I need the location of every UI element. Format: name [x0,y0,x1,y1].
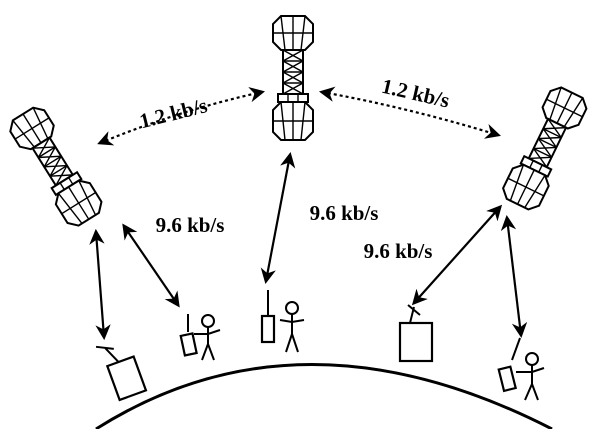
ground-station-icon [260,290,276,344]
crosslink-right-label: 1.2 kb/s [379,74,452,113]
downlink-right-to-station [411,204,503,306]
downlink-left-label: 9.6 kb/s [156,213,225,237]
downlink-left-to-station [89,228,111,341]
satellite-icon [272,15,314,141]
person-with-radio-icon [279,301,305,353]
downlink-left-to-user [122,223,180,308]
downlink-center-to-station [260,151,296,285]
ground-station-icon [95,345,148,402]
crosslink-left-arrow [97,87,266,146]
satellite-icon [498,82,591,214]
satellite-icon [5,102,107,231]
downlink-right-label: 9.6 kb/s [364,239,433,263]
downlink-right-to-user [500,214,528,339]
person-with-radio-icon [179,314,221,361]
downlink-center-label: 9.6 kb/s [310,201,379,225]
person-with-radio-icon [497,337,545,401]
earth-surface [95,363,553,429]
crosslink-left-label: 1.2 kb/s [137,93,210,133]
ground-station-icon [398,304,434,363]
